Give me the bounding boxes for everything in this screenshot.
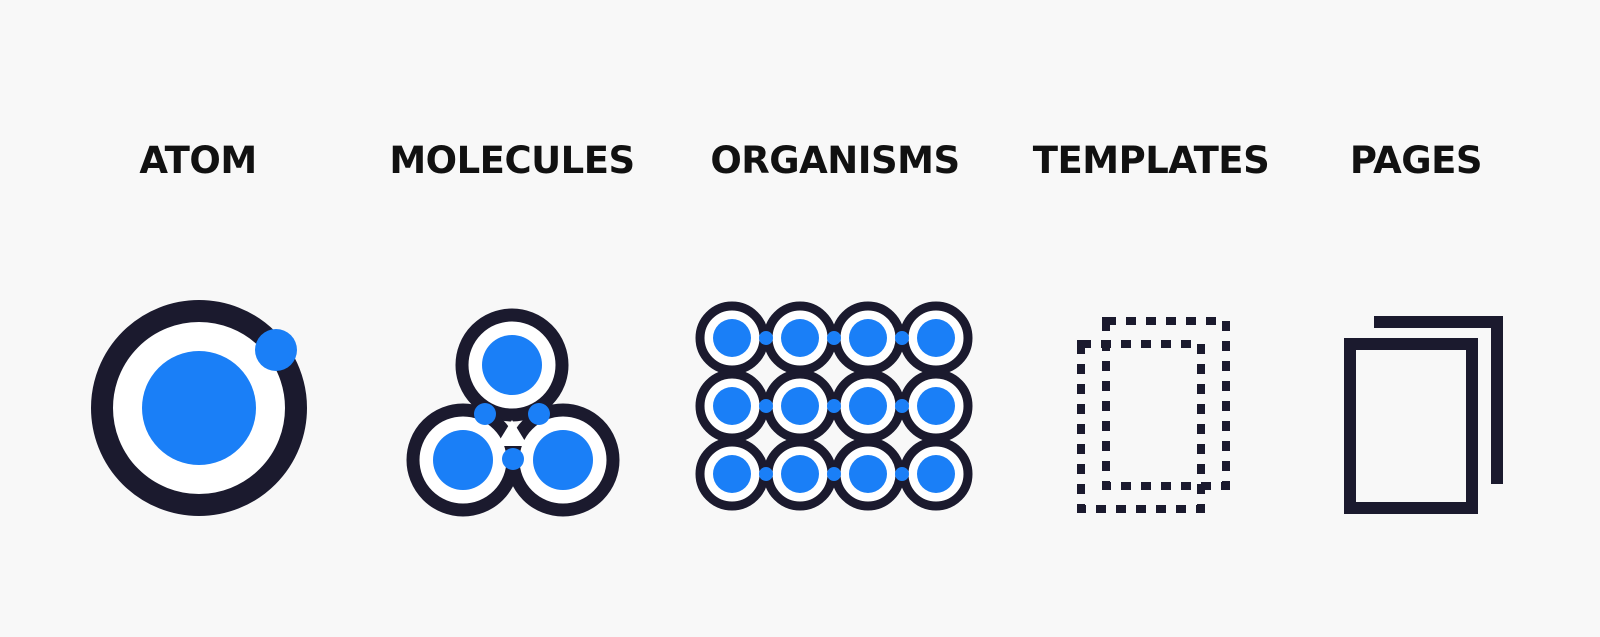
- organism-connector: [895, 467, 909, 481]
- atom-icon: [86, 295, 312, 521]
- organism-core: [849, 455, 887, 493]
- organism-core: [713, 455, 751, 493]
- pages-icon: [1342, 314, 1504, 514]
- organism-core: [713, 387, 751, 425]
- organism-connector: [759, 331, 773, 345]
- atom-label: ATOM: [139, 139, 257, 182]
- organism-connector: [759, 399, 773, 413]
- organisms-icon: [694, 300, 980, 524]
- organism-core: [849, 319, 887, 357]
- pages-label: PAGES: [1349, 139, 1483, 182]
- organism-connector: [895, 399, 909, 413]
- organism-connector: [759, 467, 773, 481]
- organism-core: [781, 387, 819, 425]
- organism-core: [917, 387, 955, 425]
- organism-connector: [827, 467, 841, 481]
- organism-core: [781, 319, 819, 357]
- template-icon: [1076, 316, 1232, 514]
- organism-core: [917, 319, 955, 357]
- molecules-icon: [400, 308, 624, 524]
- organism-core: [917, 455, 955, 493]
- templates-label: TEMPLATES: [1032, 139, 1270, 182]
- organism-connector: [895, 331, 909, 345]
- organisms-label: ORGANISMS: [710, 139, 960, 182]
- organism-connector: [827, 399, 841, 413]
- organism-core: [849, 387, 887, 425]
- organism-connector: [827, 331, 841, 345]
- organism-core: [781, 455, 819, 493]
- organism-core: [713, 319, 751, 357]
- molecules-label: MOLECULES: [389, 139, 635, 182]
